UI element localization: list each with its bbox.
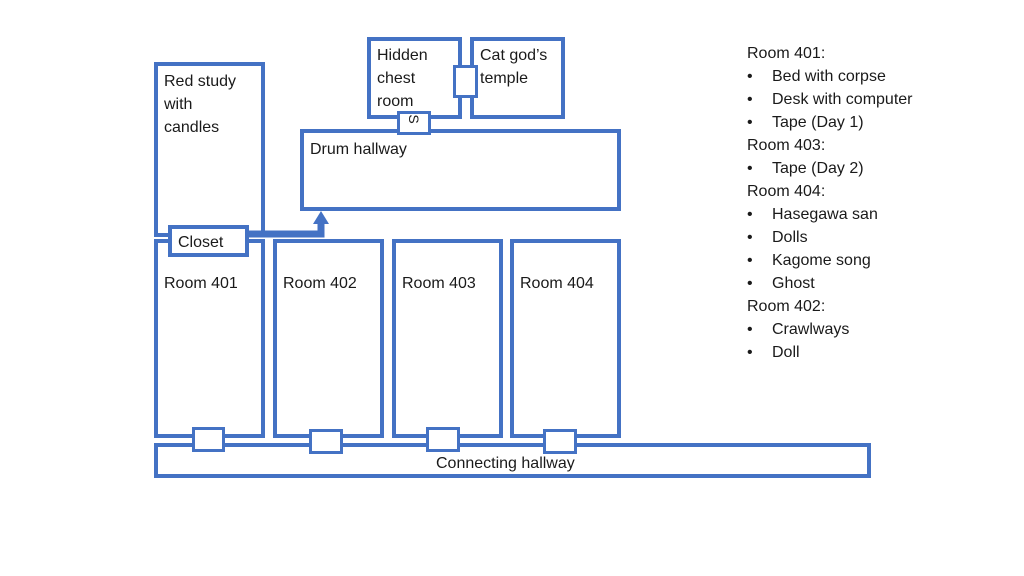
notes-item-text: Bed with corpse xyxy=(772,68,886,85)
notes-item-text: Ghost xyxy=(772,275,815,292)
door-404-hallway xyxy=(543,429,577,454)
hidden-chest-room-label: Hidden chest room xyxy=(377,47,428,110)
notes-item: • Tape (Day 2) xyxy=(747,157,913,180)
red-study-label: Red study with candles xyxy=(164,73,237,136)
notes-heading: Room 404: xyxy=(747,183,826,200)
secret-door: S xyxy=(397,111,431,135)
notes-section-402: Room 402: • Crawlways • Doll xyxy=(747,295,913,364)
arrow-shaft xyxy=(248,224,325,238)
bullet-icon: • xyxy=(747,252,753,269)
bullet-icon: • xyxy=(747,206,753,223)
bullet-icon: • xyxy=(747,229,753,246)
notes-item-text: Kagome song xyxy=(772,252,871,269)
room-404: Room 404 xyxy=(510,239,621,438)
notes-item: • Ghost xyxy=(747,272,913,295)
door-401-hallway xyxy=(192,427,225,452)
notes-section-404: Room 404: • Hasegawa san • Dolls • Kagome s… xyxy=(747,180,913,295)
cat-god-temple-label: Cat god’s temple xyxy=(480,47,548,87)
notes-item-text: Hasegawa san xyxy=(772,206,878,223)
cat-god-temple: Cat god’s temple xyxy=(470,37,565,119)
connecting-hallway-label: Connecting hallway xyxy=(436,455,575,472)
bullet-icon: • xyxy=(747,91,753,108)
room-notes: Room 401: • Bed with corpse • Desk with co… xyxy=(747,42,913,364)
drum-hallway-label: Drum hallway xyxy=(310,141,407,158)
room-402: Room 402 xyxy=(273,239,384,438)
closet-label: Closet xyxy=(178,234,224,251)
notes-item-text: Crawlways xyxy=(772,321,850,338)
bullet-icon: • xyxy=(747,344,753,361)
notes-item-text: Desk with computer xyxy=(772,91,913,108)
notes-section-401: Room 401: • Bed with corpse • Desk with co… xyxy=(747,42,913,134)
closet: Closet xyxy=(168,225,249,257)
room-402-label: Room 402 xyxy=(283,275,357,292)
door-402-hallway xyxy=(309,429,343,454)
notes-item-text: Dolls xyxy=(772,229,808,246)
notes-heading: Room 402: xyxy=(747,298,826,315)
room-404-label: Room 404 xyxy=(520,275,594,292)
room-401: Room 401 xyxy=(154,239,265,438)
bullet-icon: • xyxy=(747,160,753,177)
notes-heading: Room 403: xyxy=(747,137,826,154)
notes-item: • Desk with computer xyxy=(747,88,913,111)
notes-item-text: Doll xyxy=(772,344,800,361)
notes-item: • Doll xyxy=(747,341,913,364)
room-403: Room 403 xyxy=(392,239,503,438)
door-403-hallway xyxy=(426,427,460,452)
room-403-label: Room 403 xyxy=(402,275,476,292)
connecting-hallway: Connecting hallway xyxy=(154,443,871,478)
bullet-icon: • xyxy=(747,114,753,131)
notes-item: • Tape (Day 1) xyxy=(747,111,913,134)
room-401-label: Room 401 xyxy=(164,275,238,292)
bullet-icon: • xyxy=(747,275,753,292)
bullet-icon: • xyxy=(747,68,753,85)
notes-item-text: Tape (Day 1) xyxy=(772,114,864,131)
notes-heading: Room 401: xyxy=(747,45,826,62)
notes-item: • Hasegawa san xyxy=(747,203,913,226)
notes-section-403: Room 403: • Tape (Day 2) xyxy=(747,134,913,180)
notes-item: • Kagome song xyxy=(747,249,913,272)
notes-item: • Dolls xyxy=(747,226,913,249)
notes-item: • Bed with corpse xyxy=(747,65,913,88)
bullet-icon: • xyxy=(747,321,753,338)
notes-item: • Crawlways xyxy=(747,318,913,341)
drum-hallway: Drum hallway xyxy=(300,129,621,211)
door-chest-temple xyxy=(453,65,478,98)
arrow-head-icon xyxy=(313,211,329,224)
red-study: Red study with candles xyxy=(154,62,265,237)
notes-item-text: Tape (Day 2) xyxy=(772,160,864,177)
